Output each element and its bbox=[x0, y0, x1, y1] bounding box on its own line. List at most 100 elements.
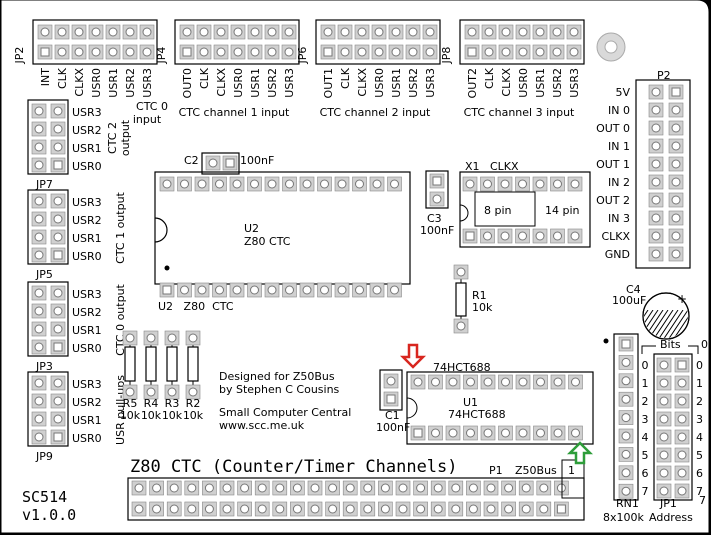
header-JP2-pin-label: USR1 bbox=[107, 68, 120, 98]
p1-pin-hole bbox=[504, 483, 514, 493]
header-JP8-label: JP8 bbox=[440, 47, 453, 65]
p2-pin-label: CLKX bbox=[601, 230, 630, 243]
header-JP4-pin-label: CLK bbox=[198, 67, 211, 89]
p2-pin-hole bbox=[651, 87, 661, 97]
p1-pin-hole bbox=[257, 483, 267, 493]
header-JP2-pin-label: USR3 bbox=[141, 68, 154, 98]
side-header-JP5-outline bbox=[27, 189, 69, 265]
side-header-JP3-pin-hole bbox=[34, 306, 44, 316]
c2-pin-hole bbox=[208, 158, 218, 168]
resistor-pin-hole bbox=[125, 333, 135, 343]
p1-pin-hole bbox=[521, 504, 531, 514]
jp1-left-bit-label: 0 bbox=[642, 359, 649, 372]
jp1-pin-hole bbox=[677, 450, 687, 460]
resistor-pin-hole bbox=[167, 387, 177, 397]
jp1-left-bit-label: 6 bbox=[642, 467, 649, 480]
p1-pin-hole bbox=[134, 483, 144, 493]
side-header-JP7-outline bbox=[27, 99, 69, 175]
u2-notch bbox=[154, 217, 168, 243]
p1-pin-hole bbox=[328, 504, 338, 514]
p1-pin-hole bbox=[363, 483, 373, 493]
c1-pin-hole bbox=[386, 394, 396, 404]
jp1-left-bit-label: 1 bbox=[642, 377, 649, 390]
jp1-pin-hole bbox=[659, 360, 669, 370]
resistor-pin-hole bbox=[125, 387, 135, 397]
x1-pin-hole bbox=[500, 231, 510, 241]
p2-pin-hole bbox=[671, 177, 681, 187]
u2-pin-hole bbox=[215, 285, 224, 295]
side-header-JP3-pin-hole bbox=[34, 288, 44, 298]
p2-designator: P2 bbox=[657, 69, 671, 82]
header-JP2-pin-hole bbox=[91, 47, 101, 57]
c3-designator: C3 bbox=[427, 212, 442, 225]
u1-designator: U1 bbox=[463, 396, 478, 409]
r1-designator: R1 bbox=[472, 289, 487, 302]
header-JP2-pin-label: INT bbox=[39, 68, 52, 86]
u2-pin-hole bbox=[337, 179, 347, 189]
p1-pin-hole bbox=[433, 504, 443, 514]
header-JP6-label: JP6 bbox=[296, 47, 309, 65]
jp1-subtitle: Address bbox=[649, 511, 693, 524]
side-header-JP9-pin-hole bbox=[53, 378, 63, 388]
u2-pin-hole bbox=[355, 285, 364, 295]
side-header-JP9-pin-hole bbox=[53, 414, 63, 424]
header-JP6-pin-hole bbox=[340, 47, 350, 57]
side-header-JP5-pin-hole bbox=[34, 214, 44, 224]
p1-pin-hole bbox=[468, 504, 478, 514]
r1-value: 10k bbox=[472, 301, 493, 314]
header-JP4-pin-hole bbox=[284, 47, 294, 57]
header-JP2-pin-label: CLKX bbox=[73, 68, 86, 97]
header-JP4-pin-label: USR2 bbox=[266, 68, 279, 98]
p1-pin-hole bbox=[468, 483, 478, 493]
header-JP4-label: JP4 bbox=[155, 47, 168, 65]
x1-pin-hole bbox=[483, 179, 492, 189]
u2-pin-hole bbox=[162, 179, 172, 189]
p1-pin-hole bbox=[486, 483, 496, 493]
header-JP2-pin-hole bbox=[142, 27, 152, 37]
p1-pin-hole bbox=[187, 504, 197, 514]
side-header-JP5-pin-hole bbox=[34, 250, 44, 260]
u1-pin-hole bbox=[431, 377, 440, 387]
u2-pin-hole bbox=[267, 179, 277, 189]
p1-pin-hole bbox=[539, 504, 549, 514]
header-JP6-pin-hole bbox=[408, 27, 418, 37]
jp1-pin-hole bbox=[677, 486, 687, 496]
c4-hatch bbox=[657, 309, 679, 338]
u2-pin-hole bbox=[250, 285, 259, 295]
u1-pin-hole bbox=[413, 377, 423, 387]
c2-value: 100nF bbox=[240, 154, 274, 167]
jp1-pin-hole bbox=[659, 414, 669, 424]
resistor-name: R2 bbox=[186, 397, 201, 410]
header-JP2-pin-hole bbox=[125, 27, 135, 37]
header-JP6-pin-hole bbox=[425, 27, 435, 37]
side-header-JP7-pin-hole bbox=[34, 142, 44, 152]
u2-pin-hole bbox=[197, 285, 207, 295]
u2-designator: U2 bbox=[244, 222, 259, 235]
p1-pin-hole bbox=[169, 483, 179, 493]
credit-line-3: Small Computer Central bbox=[219, 406, 351, 419]
header-JP8-pin-hole bbox=[484, 47, 494, 57]
x1-designator: X1 bbox=[465, 160, 480, 173]
side-header-JP5-pin-label: USR3 bbox=[72, 196, 102, 209]
header-JP4-pin-label: USR0 bbox=[232, 68, 245, 98]
bits-label: Bits bbox=[660, 338, 681, 351]
header-JP6-pin-label: OUT1 bbox=[322, 68, 335, 98]
u1-pin-hole bbox=[501, 428, 510, 438]
jp1-right-bit-label: 0 bbox=[696, 359, 703, 372]
x1-pin-hole bbox=[483, 231, 492, 241]
p1-outline bbox=[127, 477, 585, 521]
c4-hatch bbox=[672, 309, 688, 338]
u1-pin-hole bbox=[553, 428, 563, 438]
p2-pin-hole bbox=[651, 231, 661, 241]
p2-pin-hole bbox=[651, 141, 661, 151]
p1-pin-hole bbox=[292, 483, 302, 493]
c3-pin-hole bbox=[432, 176, 442, 186]
p1-pin-hole bbox=[451, 483, 461, 493]
x1-outline bbox=[459, 171, 591, 248]
u1-pin-hole bbox=[448, 377, 458, 387]
p2-pin-label: 5V bbox=[615, 86, 630, 99]
header-JP8-outline bbox=[459, 19, 585, 65]
jp1-left-bit-label: 7 bbox=[642, 485, 649, 498]
jp1-pin-hole bbox=[677, 360, 687, 370]
p1-pin-hole bbox=[240, 504, 250, 514]
